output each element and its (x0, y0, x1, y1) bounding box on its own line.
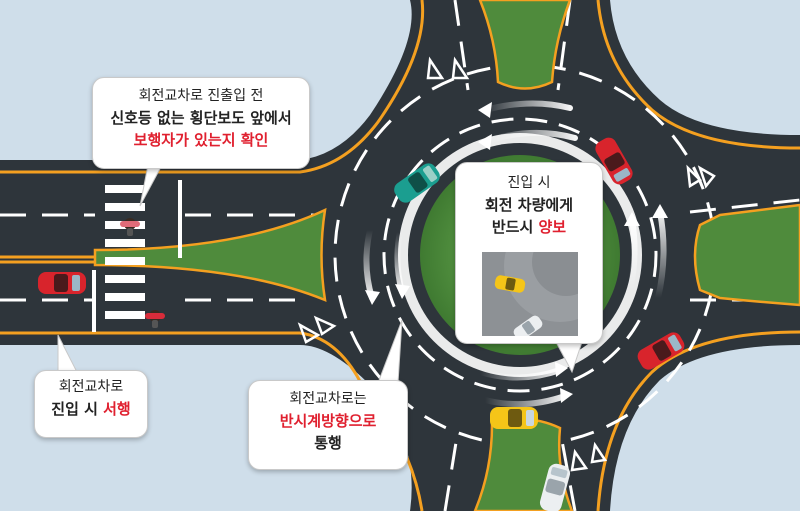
car-red-northeast (595, 137, 633, 185)
callout-direction-line2: 반시계방향으로 (279, 412, 377, 430)
callout-slow-line2-highlight: 서행 (103, 400, 131, 418)
pedestrian-north (120, 218, 140, 236)
callout-crosswalk-line3: 보행자가 있는지 확인 (133, 131, 269, 149)
callout-yield-line2: 회전 차량에게 (484, 196, 574, 214)
callout-direction-line3: 통행 (314, 434, 342, 452)
inner-ring-dashes (382, 117, 658, 393)
callout-slow-entry: 회전교차로 진입 시 서행 (34, 370, 148, 438)
callout-yield-line3: 반드시 양보 (456, 216, 602, 238)
callout-crosswalk-line1: 회전교차로 진출입 전 (138, 88, 264, 104)
flow-arrows (363, 100, 667, 408)
callout-yield-line1: 진입 시 (507, 175, 551, 191)
yield-triangle-markings (297, 56, 716, 472)
car-yellow-taxi (490, 407, 538, 429)
callout-crosswalk-line2: 신호등 없는 횡단보도 앞에서 (110, 109, 292, 127)
callout-slow-line2-prefix: 진입 시 (51, 400, 104, 418)
inset-car-yellow (494, 275, 526, 293)
callout-yield-line3-prefix: 반드시 (491, 218, 539, 236)
flow-arrowheads (365, 102, 668, 403)
car-white (539, 463, 571, 511)
callout-yield-line3-highlight: 양보 (538, 218, 567, 236)
callout-crosswalk-check: 회전교차로 진출입 전 신호등 없는 횡단보도 앞에서 보행자가 있는지 확인 (92, 77, 310, 169)
car-red-west (38, 272, 86, 294)
callout-slow-line1: 회전교차로 (58, 379, 124, 395)
yield-inset-scene (482, 252, 578, 336)
car-red-southeast (637, 332, 685, 370)
callout-slow-line2: 진입 시 서행 (35, 398, 147, 420)
callout-yield: 진입 시 회전 차량에게 반드시 양보 (455, 162, 603, 344)
pedestrian-south (145, 310, 165, 328)
callout-tails (57, 164, 583, 384)
callout-direction-line1: 회전교차로는 (289, 391, 367, 407)
car-teal (394, 163, 440, 203)
inset-car-white (513, 315, 543, 336)
callout-direction: 회전교차로는 반시계방향으로 통행 (248, 380, 408, 470)
yield-inset-image (482, 252, 578, 336)
